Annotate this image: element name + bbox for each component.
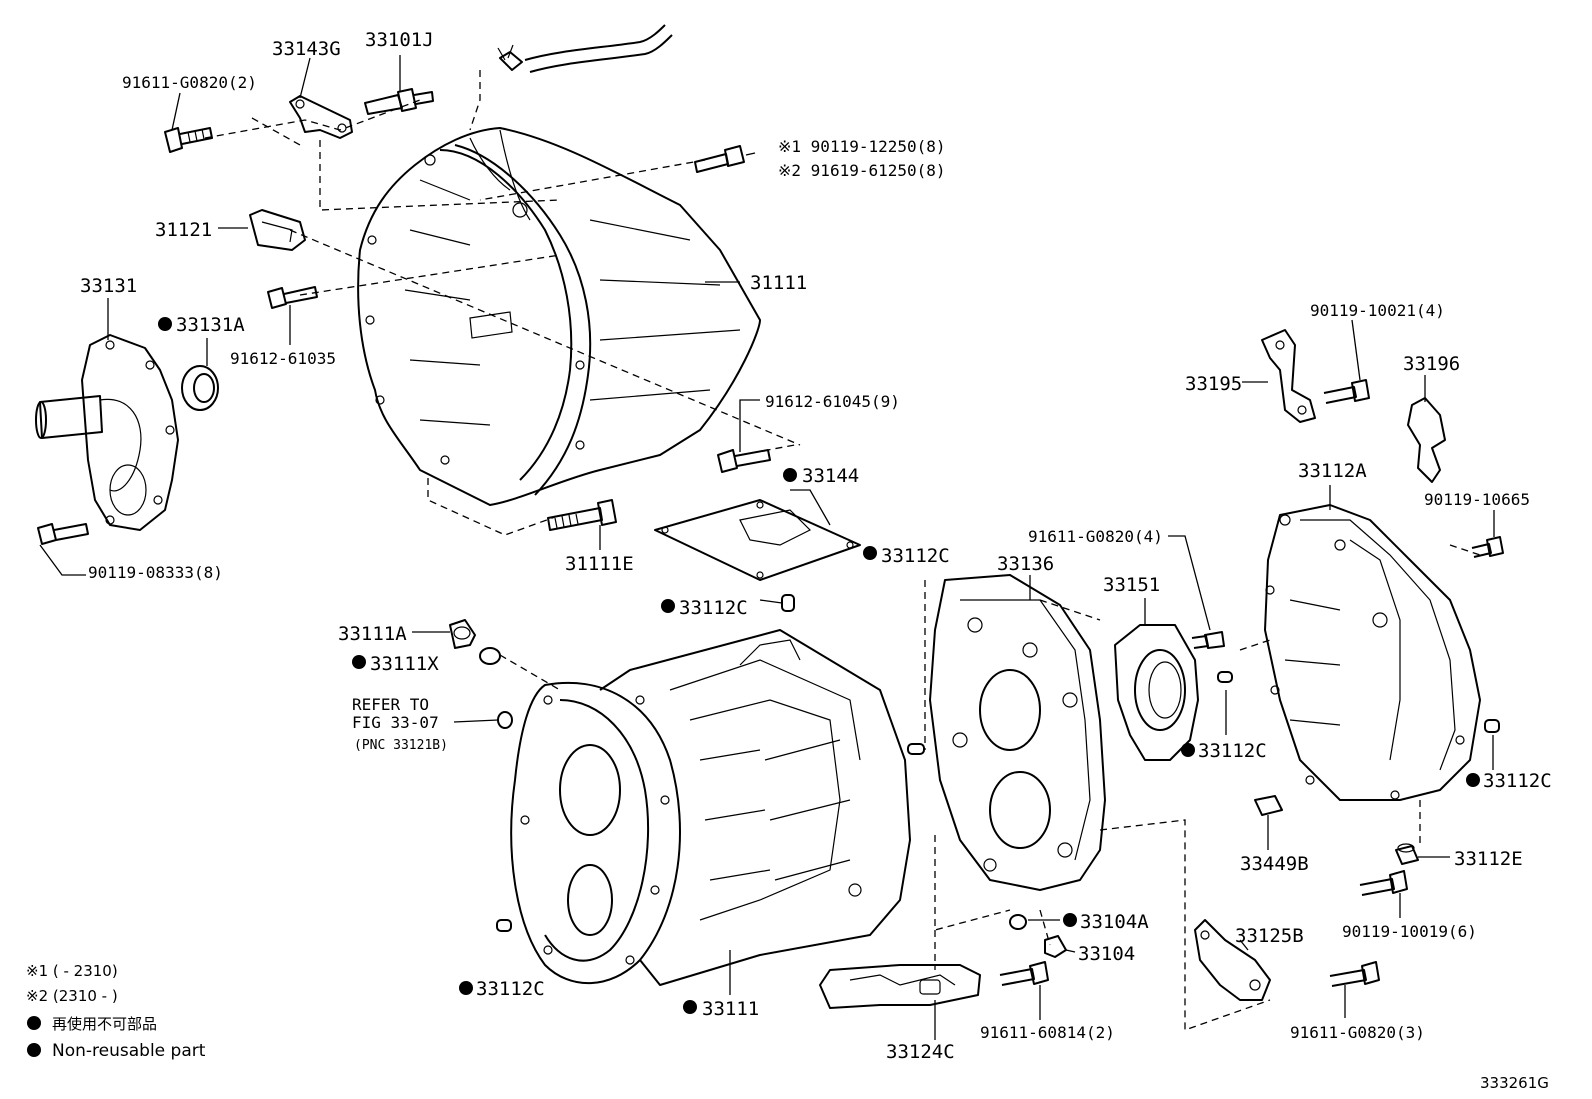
- bolt-90119-10019: [1359, 870, 1408, 896]
- label-33144: 33144: [802, 465, 859, 487]
- assembly-dashed-lines: [204, 70, 1481, 1031]
- bolt-90119-10021: [1323, 379, 1370, 404]
- legend-dot-en: [27, 1043, 41, 1057]
- bolt-91611-60814: [999, 961, 1049, 986]
- label-33136: 33136: [997, 553, 1054, 575]
- label-33131A: 33131A: [176, 314, 245, 336]
- label-33101J: 33101J: [365, 29, 434, 51]
- label-refer-line1: REFER TO: [352, 695, 429, 714]
- hose-and-clip: [497, 24, 673, 73]
- label-refer-line3: (PNC 33121B): [354, 738, 448, 753]
- bolt-91611-G0820-4: [1191, 631, 1225, 649]
- pin-33112C-lower-left: [496, 919, 512, 932]
- transmission-case-33111: [510, 629, 911, 986]
- label-31121: 31121: [155, 219, 212, 241]
- label-33111: 33111: [702, 998, 759, 1020]
- label-91611-G0820-4: 91611-G0820(4): [1028, 527, 1163, 546]
- callout-labels: 33143G 33101J 91611-G0820(2) ※1 90119-12…: [80, 29, 1552, 1063]
- bracket-33124C: [819, 964, 981, 1009]
- label-33104: 33104: [1078, 943, 1135, 965]
- bracket-33125B: [1194, 919, 1271, 1001]
- bolt-91612-61035: [267, 286, 318, 309]
- bolt-91611-G0820-3: [1329, 961, 1380, 987]
- note-3: 再使用不可部品: [52, 1015, 157, 1033]
- label-91612-61045: 91612-61045(9): [765, 392, 900, 411]
- bolt-90119-10665: [1471, 536, 1504, 558]
- leader-lines: [39, 55, 1495, 1040]
- washer-33104A: [1009, 914, 1027, 930]
- bolt-91612-61045: [717, 449, 771, 473]
- legend-dot-jp: [27, 1016, 41, 1030]
- extension-housing-33131: [35, 334, 179, 531]
- label-33112C-b: 33112C: [679, 597, 748, 619]
- oil-seal-33131A: [181, 365, 219, 411]
- label-90119-10021: 90119-10021(4): [1310, 301, 1445, 320]
- ref-part-33121B: [497, 711, 513, 729]
- label-90119-10019: 90119-10019(6): [1342, 922, 1477, 941]
- bolt-91611-G0820-2: [164, 127, 213, 153]
- plug-33111A: [449, 619, 476, 649]
- label-33151: 33151: [1103, 574, 1160, 596]
- bolt-90119-08333: [37, 523, 89, 545]
- label-91611-G0820-2: 91611-G0820(2): [122, 73, 257, 92]
- lever-33196: [1407, 397, 1446, 483]
- bracket-33143G: [289, 95, 353, 139]
- note-4: Non-reusable part: [52, 1041, 206, 1061]
- figure-id: 333261G: [1480, 1074, 1549, 1092]
- bearing-retainer-33151: [1114, 624, 1199, 761]
- label-refer-line2: FIG 33-07: [352, 713, 439, 732]
- legend-notes: ※1 ( - 2310) ※2 (2310 - ) 再使用不可部品 Non-re…: [26, 962, 206, 1061]
- label-33125B: 33125B: [1235, 925, 1304, 947]
- cover-31121: [249, 209, 306, 251]
- pin-33112C-mid: [907, 743, 925, 755]
- plug-33112E: [1395, 843, 1419, 865]
- plug-33104: [1044, 935, 1067, 958]
- extension-housing-33112A: [1264, 504, 1481, 801]
- label-33131: 33131: [80, 275, 137, 297]
- label-31111: 31111: [750, 272, 807, 294]
- non-reusable-markers: [158, 317, 1480, 1014]
- label-91611-G0820-3: 91611-G0820(3): [1290, 1023, 1425, 1042]
- label-33196: 33196: [1403, 353, 1460, 375]
- breather-plug-33101J: [364, 88, 434, 115]
- label-33112C-c: 33112C: [1198, 740, 1267, 762]
- label-33195: 33195: [1185, 373, 1242, 395]
- gasket-33111X: [479, 647, 501, 665]
- label-33112C-e: 33112C: [476, 978, 545, 1000]
- block-33449B: [1254, 795, 1283, 816]
- label-90119-12250: ※1 90119-12250(8): [778, 137, 946, 156]
- label-90119-10665: 90119-10665: [1424, 490, 1530, 509]
- bolt-31111E: [547, 499, 617, 531]
- label-33112E: 33112E: [1454, 848, 1523, 870]
- label-31111E: 31111E: [565, 553, 634, 575]
- label-90119-08333: 90119-08333(8): [88, 563, 223, 582]
- label-91619-61250: ※2 91619-61250(8): [778, 161, 946, 180]
- label-33112C-d: 33112C: [1483, 770, 1552, 792]
- note-2: ※2 (2310 - ): [26, 987, 118, 1005]
- label-33112C-a: 33112C: [881, 545, 950, 567]
- label-33112A: 33112A: [1298, 460, 1367, 482]
- label-33143G: 33143G: [272, 38, 341, 60]
- label-33124C: 33124C: [886, 1041, 955, 1063]
- pin-33112C-right-a: [1217, 671, 1233, 683]
- label-33104A: 33104A: [1080, 911, 1149, 933]
- lever-33195: [1261, 329, 1316, 423]
- pin-33112C-upper: [781, 594, 795, 612]
- label-91612-61035: 91612-61035: [230, 349, 336, 368]
- note-1: ※1 ( - 2310): [26, 962, 118, 980]
- bolt-90119-12250: [694, 145, 745, 173]
- gasket-33144: [654, 499, 861, 581]
- label-33111X: 33111X: [370, 653, 439, 675]
- label-91611-60814: 91611-60814(2): [980, 1023, 1115, 1042]
- clutch-housing-31111: [357, 127, 761, 506]
- pin-33112C-right-b: [1484, 719, 1500, 733]
- label-33111A: 33111A: [338, 623, 407, 645]
- intermediate-plate-33136: [929, 574, 1106, 891]
- label-33449B: 33449B: [1240, 853, 1309, 875]
